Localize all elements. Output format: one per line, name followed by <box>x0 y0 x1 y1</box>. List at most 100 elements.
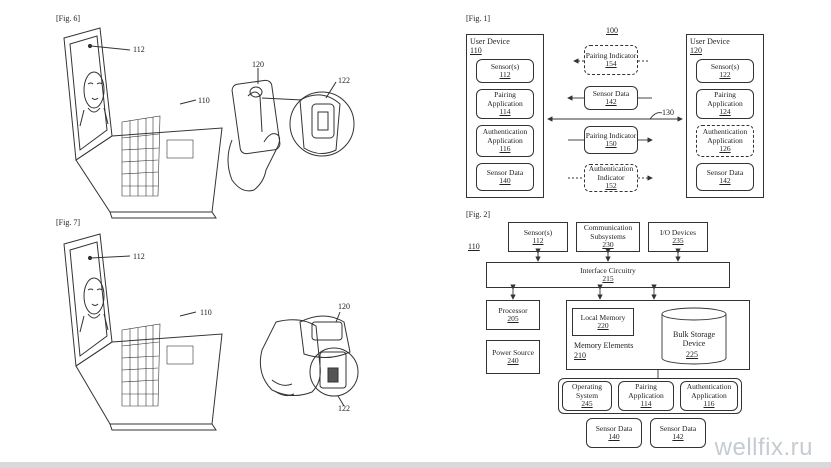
fig2-os-box: Operating System 245 <box>562 381 612 411</box>
left-auth-app-ref: 116 <box>499 144 511 154</box>
left-sensors-label: Sensor(s) <box>490 61 520 71</box>
message-label: Pairing Indicator <box>585 130 637 140</box>
user-device-left-ref: 110 <box>470 46 482 55</box>
fig2-local-memory-label: Local Memory <box>580 312 626 322</box>
message-pairing-indicator-154: Pairing Indicator 154 <box>584 45 638 75</box>
fig2-sensor-data-140-box: Sensor Data 140 <box>586 418 642 448</box>
fig2-sd1-ref: 140 <box>608 432 620 441</box>
left-auth-app-label: Authentication Application <box>482 127 528 145</box>
message-sensor-data-142: Sensor Data 142 <box>584 86 638 110</box>
fig1-caption: [Fig. 1] <box>466 14 490 23</box>
fig2-processor-ref: 205 <box>507 314 519 323</box>
left-pairing-app-label: Pairing Application <box>487 90 523 108</box>
bulk-storage-cylinder <box>661 307 727 365</box>
fig2-interface-ref: 215 <box>602 274 614 283</box>
fig2-sensors-label: Sensor(s) <box>523 227 553 237</box>
message-auth-indicator-152: Authentication Indicator 152 <box>584 164 638 192</box>
laptop-illustration-fig6 <box>63 27 223 219</box>
fig6-ref-screen: 112 <box>133 45 145 54</box>
fig2-local-memory-box: Local Memory 220 <box>572 308 634 336</box>
fig2-caption: [Fig. 2] <box>466 210 490 219</box>
fig2-auth-box: Authentication Application 116 <box>680 381 738 411</box>
right-auth-app-box: Authentication Application 126 <box>696 125 754 157</box>
message-label: Authentication Indicator <box>588 164 634 182</box>
fig2-auth-ref: 116 <box>703 399 715 409</box>
fig2-bulk-ref: 225 <box>686 350 698 359</box>
user-device-left-title: User Device <box>470 37 510 46</box>
fig2-interface-label: Interface Circuitry <box>580 265 636 275</box>
fig2-power-label: Power Source <box>492 347 534 357</box>
right-sensors-ref: 122 <box>719 70 731 79</box>
fig2-sd1-label: Sensor Data <box>595 423 633 433</box>
right-sensors-label: Sensor(s) <box>710 61 740 71</box>
fig2-io-label: I/O Devices <box>659 227 697 237</box>
left-sensors-box: Sensor(s) 112 <box>476 59 534 83</box>
right-sensor-data-ref: 142 <box>719 176 731 185</box>
fig7-ref-laptop: 110 <box>200 308 212 317</box>
fig2-local-memory-ref: 220 <box>597 321 609 330</box>
message-label: Pairing Indicator <box>585 50 637 60</box>
fig7-ref-wearable: 120 <box>338 302 350 311</box>
fig2-pairing-box: Pairing Application 114 <box>618 381 674 411</box>
laptop-illustration-fig7 <box>63 233 223 431</box>
message-ref: 142 <box>605 97 617 106</box>
fig2-memory-elements-ref: 210 <box>574 351 586 360</box>
fig2-pairing-ref: 114 <box>640 399 652 409</box>
fig2-sensors-ref: 112 <box>532 236 544 245</box>
fig2-processor-label: Processor <box>498 305 528 315</box>
fig2-memory-elements-label: Memory Elements <box>574 341 634 350</box>
fig2-power-ref: 240 <box>507 356 519 365</box>
right-auth-app-ref: 126 <box>719 144 731 154</box>
left-auth-app-box: Authentication Application 116 <box>476 125 534 157</box>
right-sensor-data-label: Sensor Data <box>706 167 744 177</box>
message-ref: 154 <box>605 59 617 68</box>
fig2-power-box: Power Source 240 <box>486 340 540 374</box>
hand-ring-illustration <box>227 79 355 192</box>
fig2-interface-box: Interface Circuitry 215 <box>486 262 730 288</box>
message-ref: 150 <box>605 139 617 148</box>
left-sensor-data-label: Sensor Data <box>486 167 524 177</box>
message-pairing-indicator-150: Pairing Indicator 150 <box>584 126 638 154</box>
bottom-divider <box>0 462 831 468</box>
user-device-right-title: User Device <box>690 37 730 46</box>
fig2-io-box: I/O Devices 235 <box>648 222 708 252</box>
fig6-caption: [Fig. 6] <box>56 14 80 23</box>
fig6-ref-wearable: 120 <box>252 60 264 69</box>
right-pairing-app-box: Pairing Application 124 <box>696 89 754 119</box>
right-sensors-box: Sensor(s) 122 <box>696 59 754 83</box>
fig6-ref-laptop: 110 <box>198 96 210 105</box>
right-pairing-app-ref: 124 <box>719 107 731 117</box>
fig7-ref-sensor: 122 <box>338 404 350 413</box>
fig2-comms-label: Communication Subsystems <box>583 223 633 241</box>
left-sensor-data-box: Sensor Data 140 <box>476 163 534 191</box>
fig2-bulk-label: Bulk Storage Device <box>673 330 715 348</box>
right-pairing-app-label: Pairing Application <box>707 90 743 108</box>
left-sensors-ref: 112 <box>499 70 511 79</box>
watermark-text: wellfix.ru <box>714 434 813 461</box>
right-sensor-data-box: Sensor Data 142 <box>696 163 754 191</box>
fig2-sd2-label: Sensor Data <box>659 423 697 433</box>
fig2-sd2-ref: 142 <box>672 432 684 441</box>
right-auth-app-label: Authentication Application <box>702 127 748 145</box>
fig2-io-ref: 235 <box>672 236 684 245</box>
message-label: Sensor Data <box>592 88 630 98</box>
fig2-os-label: Operating System <box>572 382 602 400</box>
fig2-comms-ref: 230 <box>602 240 614 250</box>
fig1-link-ref: 130 <box>662 108 674 117</box>
left-sensor-data-ref: 140 <box>499 176 511 185</box>
left-pairing-app-box: Pairing Application 114 <box>476 89 534 119</box>
fig2-pairing-label: Pairing Application <box>628 382 664 400</box>
fig2-os-ref: 245 <box>581 399 593 409</box>
fig6-ref-sensor: 122 <box>338 76 350 85</box>
fig2-sensor-data-142-box: Sensor Data 142 <box>650 418 706 448</box>
message-ref: 152 <box>605 181 617 191</box>
fig2-device-ref: 110 <box>468 242 480 251</box>
fig7-ref-screen: 112 <box>133 252 145 261</box>
fig2-processor-box: Processor 205 <box>486 300 540 330</box>
fig1-system-ref: 100 <box>606 26 618 35</box>
wrist-watch-illustration <box>259 315 359 397</box>
user-device-right-ref: 120 <box>690 46 702 55</box>
